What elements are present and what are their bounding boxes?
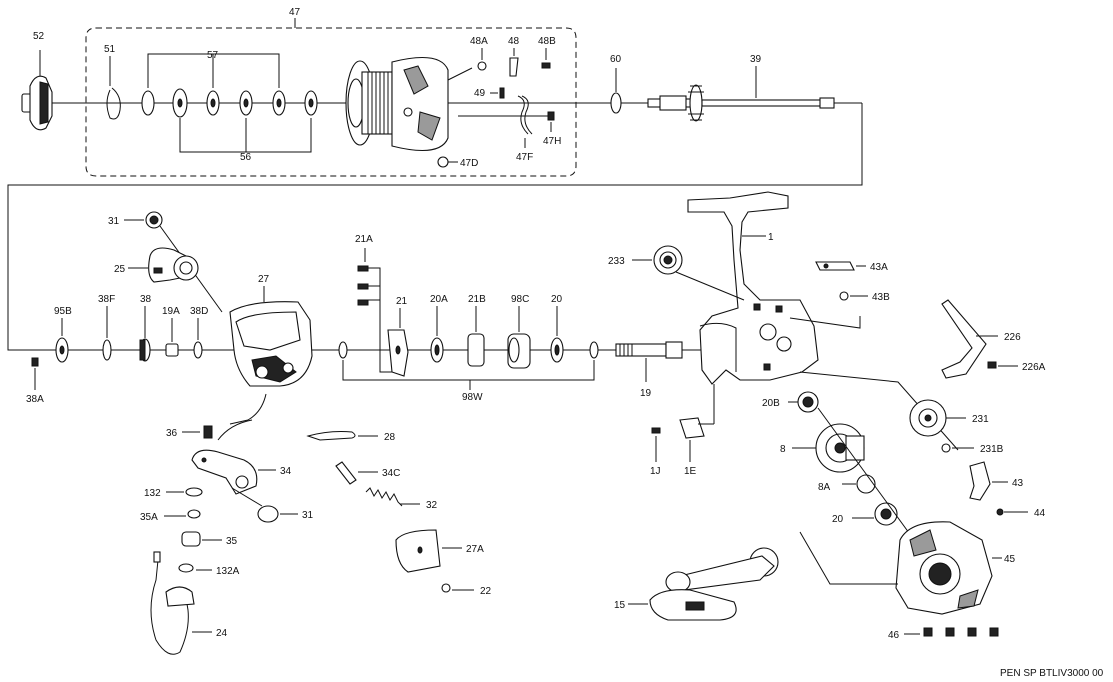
bail-parts-group [150, 419, 474, 655]
label-20A: 20A [430, 294, 448, 305]
parts-48-group [477, 48, 551, 77]
label-52: 52 [33, 31, 45, 42]
label-43: 43 [1012, 478, 1024, 489]
label-24: 24 [216, 628, 228, 639]
label-28: 28 [384, 432, 396, 443]
parts-231-43-44 [909, 399, 1028, 516]
label-1E: 1E [684, 466, 697, 477]
label-45: 45 [1004, 554, 1016, 565]
part-15-handle [628, 547, 779, 621]
label-20-low: 20 [832, 514, 844, 525]
part-25-roller-arm [128, 247, 199, 283]
label-38D: 38D [190, 306, 208, 317]
part-27-rotor [229, 286, 313, 425]
label-46: 46 [888, 630, 900, 641]
label-231B: 231B [980, 444, 1004, 455]
label-60: 60 [610, 54, 622, 65]
row-connector [7, 103, 863, 351]
label-1J: 1J [650, 466, 661, 477]
part-1-body [687, 191, 959, 451]
label-47H: 47H [543, 136, 561, 147]
drag-washers [141, 53, 318, 153]
label-47F: 47F [516, 152, 533, 163]
label-56: 56 [240, 152, 252, 163]
label-21A: 21A [355, 234, 373, 245]
label-49: 49 [474, 88, 486, 99]
label-36: 36 [166, 428, 178, 439]
label-34C: 34C [382, 468, 400, 479]
footer-model-code: PEN SP BTLIV3000 00 [1000, 668, 1104, 679]
label-27A: 27A [466, 544, 484, 555]
label-233: 233 [608, 256, 625, 267]
part-47F-47H [458, 95, 555, 148]
label-35: 35 [226, 536, 238, 547]
part-49-pin [490, 87, 505, 99]
label-48A: 48A [470, 36, 488, 47]
label-32: 32 [426, 500, 438, 511]
label-22: 22 [480, 586, 492, 597]
label-35A: 35A [140, 512, 158, 523]
label-51: 51 [104, 44, 116, 55]
part-60-washer [610, 68, 622, 114]
label-19: 19 [640, 388, 652, 399]
parts-21-group [338, 248, 599, 390]
parts-1J-1E [651, 384, 715, 462]
part-45-side-cover [799, 521, 1002, 615]
label-57: 57 [207, 50, 219, 61]
label-31-top: 31 [108, 216, 120, 227]
label-38: 38 [140, 294, 152, 305]
part-47-spool [345, 57, 473, 168]
label-47: 47 [289, 7, 301, 18]
part-51-clip [106, 56, 121, 120]
label-132: 132 [144, 488, 161, 499]
label-31-bottom: 31 [302, 510, 314, 521]
label-48: 48 [508, 36, 520, 47]
parts-46-screws [904, 627, 999, 637]
label-15: 15 [614, 600, 626, 611]
label-39: 39 [750, 54, 762, 65]
part-39-main-shaft [647, 66, 835, 122]
label-38F: 38F [98, 294, 115, 305]
label-27: 27 [258, 274, 270, 285]
label-8A: 8A [818, 482, 831, 493]
label-19A: 19A [162, 306, 180, 317]
label-34: 34 [280, 466, 292, 477]
label-226A: 226A [1022, 362, 1046, 373]
label-47D: 47D [460, 158, 478, 169]
rotor-axis-parts [31, 306, 203, 390]
part-52-knob [21, 50, 53, 131]
label-8: 8 [780, 444, 786, 455]
label-98W: 98W [462, 392, 483, 403]
label-43A: 43A [870, 262, 888, 273]
part-19-pinion [615, 341, 683, 382]
drive-gear-group [788, 391, 921, 549]
label-20B: 20B [762, 398, 780, 409]
callout-labels: 47 52 51 57 56 48A 48 48B 49 47H 47F 47D… [26, 7, 1104, 679]
label-20-mid: 20 [551, 294, 563, 305]
label-43B: 43B [872, 292, 890, 303]
label-132A: 132A [216, 566, 240, 577]
label-226: 226 [1004, 332, 1021, 343]
label-231: 231 [972, 414, 989, 425]
spool-group-dashed-box [85, 27, 577, 177]
label-95B: 95B [54, 306, 72, 317]
label-44: 44 [1034, 508, 1046, 519]
label-21B: 21B [468, 294, 486, 305]
label-48B: 48B [538, 36, 556, 47]
part-233-bearing [632, 245, 745, 301]
label-38A: 38A [26, 394, 44, 405]
label-21: 21 [396, 296, 408, 307]
part-226-bail-arm [941, 299, 1018, 379]
label-1: 1 [768, 232, 774, 243]
label-25: 25 [114, 264, 126, 275]
label-98C: 98C [511, 294, 529, 305]
parts-43A-43B [815, 261, 868, 301]
